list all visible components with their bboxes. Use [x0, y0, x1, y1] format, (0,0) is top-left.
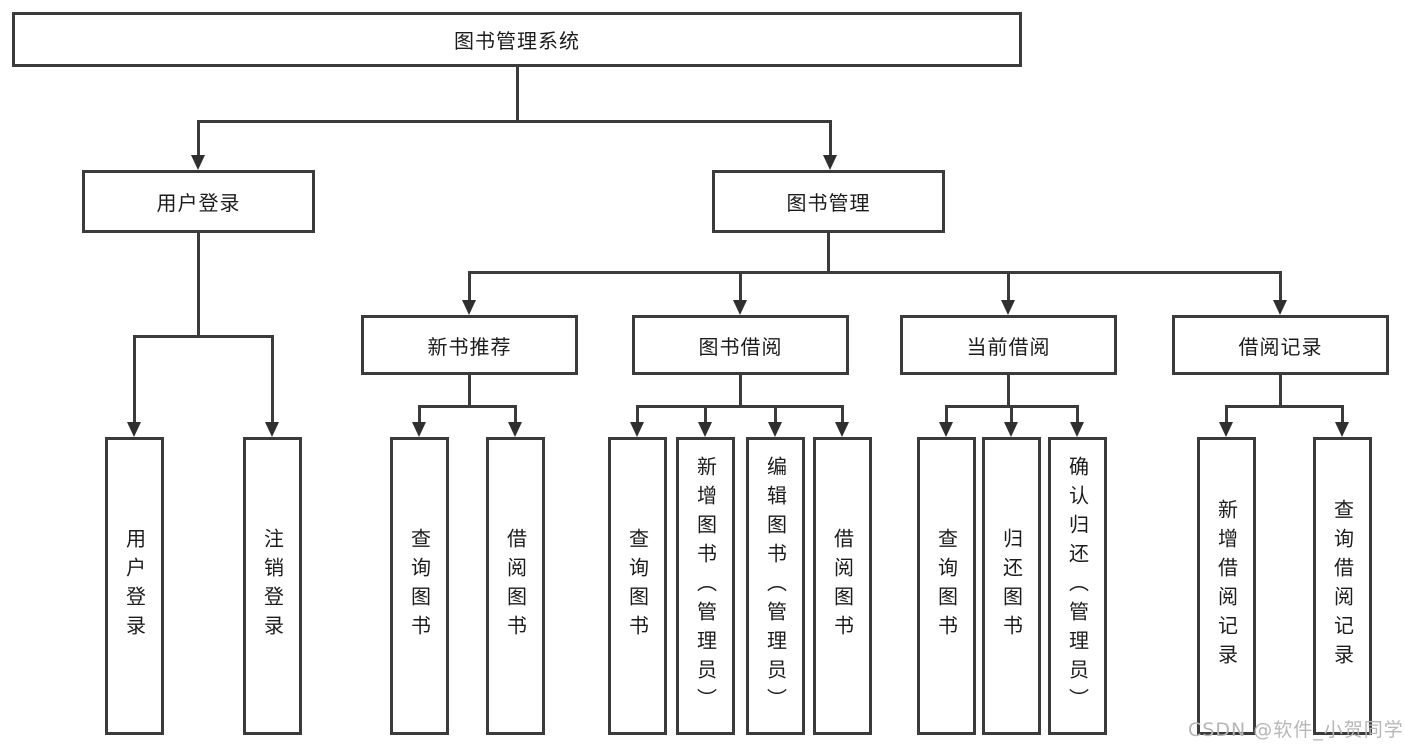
connector-leaf-drop: [1341, 405, 1344, 425]
node-book-management: 图书管理: [712, 170, 945, 233]
connector-records-split: [1225, 405, 1344, 408]
connector-user-login-drop: [197, 120, 200, 158]
arrowhead-down-icon: [835, 422, 849, 437]
csdn-watermark: CSDN @软件_小贺同学: [1188, 719, 1404, 741]
arrowhead-down-icon: [265, 422, 279, 437]
connector-logout-leaf-drop: [271, 335, 274, 423]
arrowhead-down-icon: [1219, 422, 1233, 437]
connector-records-stem: [1279, 375, 1282, 405]
leaf-add-books-admin: 新增图书（管理员）: [676, 437, 735, 735]
connector-leaf-drop: [841, 405, 844, 425]
connector-borrowing-split: [636, 405, 844, 408]
connector-leaf-drop: [704, 405, 707, 425]
arrowhead-down-icon: [191, 155, 205, 170]
leaf-add-borrow-record: 新增借阅记录: [1197, 437, 1256, 735]
connector-book-mgmt-drop: [829, 120, 832, 158]
arrowhead-down-icon: [939, 422, 953, 437]
leaf-borrow-books-recommend: 借阅图书: [486, 437, 545, 735]
connector-borrowing-drop: [739, 271, 742, 303]
connector-new-books-stem: [468, 375, 471, 405]
node-book-borrowing: 图书借阅: [632, 315, 849, 375]
arrowhead-down-icon: [698, 422, 712, 437]
connector-book-mgmt-stem: [827, 233, 830, 271]
arrowhead-down-icon: [1070, 422, 1084, 437]
arrowhead-down-icon: [508, 422, 522, 437]
node-new-book-recommend: 新书推荐: [361, 315, 578, 375]
connector-leaf-drop: [945, 405, 948, 425]
connector-leaf-drop: [1225, 405, 1228, 425]
leaf-edit-books-admin: 编辑图书（管理员）: [746, 437, 805, 735]
arrowhead-down-icon: [127, 422, 141, 437]
leaf-query-borrow-record: 查询借阅记录: [1313, 437, 1372, 735]
leaf-query-books-borrowing: 查询图书: [608, 437, 667, 735]
arrowhead-down-icon: [1004, 422, 1018, 437]
connector-login-leaf-drop: [133, 335, 136, 423]
connector-leaf-drop: [1010, 405, 1013, 425]
connector-new-books-drop: [468, 271, 471, 303]
node-user-login: 用户登录: [82, 170, 315, 233]
connector-user-login-split: [133, 335, 274, 338]
leaf-user-login: 用户登录: [105, 437, 164, 735]
connector-records-drop: [1279, 271, 1282, 303]
connector-new-books-split: [418, 405, 517, 408]
arrowhead-down-icon: [1335, 422, 1349, 437]
arrowhead-down-icon: [462, 300, 476, 315]
connector-leaf-drop: [418, 405, 421, 425]
arrowhead-down-icon: [1001, 300, 1015, 315]
arrowhead-down-icon: [768, 422, 782, 437]
connector-leaf-drop: [1076, 405, 1079, 425]
arrowhead-down-icon: [412, 422, 426, 437]
connector-user-login-stem: [197, 233, 200, 335]
leaf-logout: 注销登录: [243, 437, 302, 735]
leaf-return-books: 归还图书: [982, 437, 1041, 735]
connector-level2-split: [197, 120, 832, 123]
connector-level3-split: [468, 271, 1282, 274]
connector-leaf-drop: [514, 405, 517, 425]
connector-root-stem: [516, 67, 519, 120]
leaf-confirm-return-admin: 确认归还（管理员）: [1048, 437, 1107, 735]
leaf-query-books-recommend: 查询图书: [390, 437, 449, 735]
node-current-borrowing: 当前借阅: [900, 315, 1117, 375]
arrowhead-down-icon: [733, 300, 747, 315]
connector-leaf-drop: [774, 405, 777, 425]
node-root-library-system: 图书管理系统: [12, 12, 1022, 67]
node-borrowing-records: 借阅记录: [1172, 315, 1389, 375]
connector-current-stem: [1007, 375, 1010, 405]
arrowhead-down-icon: [823, 155, 837, 170]
arrowhead-down-icon: [1273, 300, 1287, 315]
connector-leaf-drop: [636, 405, 639, 425]
leaf-query-books-current: 查询图书: [917, 437, 976, 735]
leaf-borrow-books: 借阅图书: [813, 437, 872, 735]
connector-current-drop: [1007, 271, 1010, 303]
connector-borrowing-stem: [739, 375, 742, 405]
arrowhead-down-icon: [630, 422, 644, 437]
